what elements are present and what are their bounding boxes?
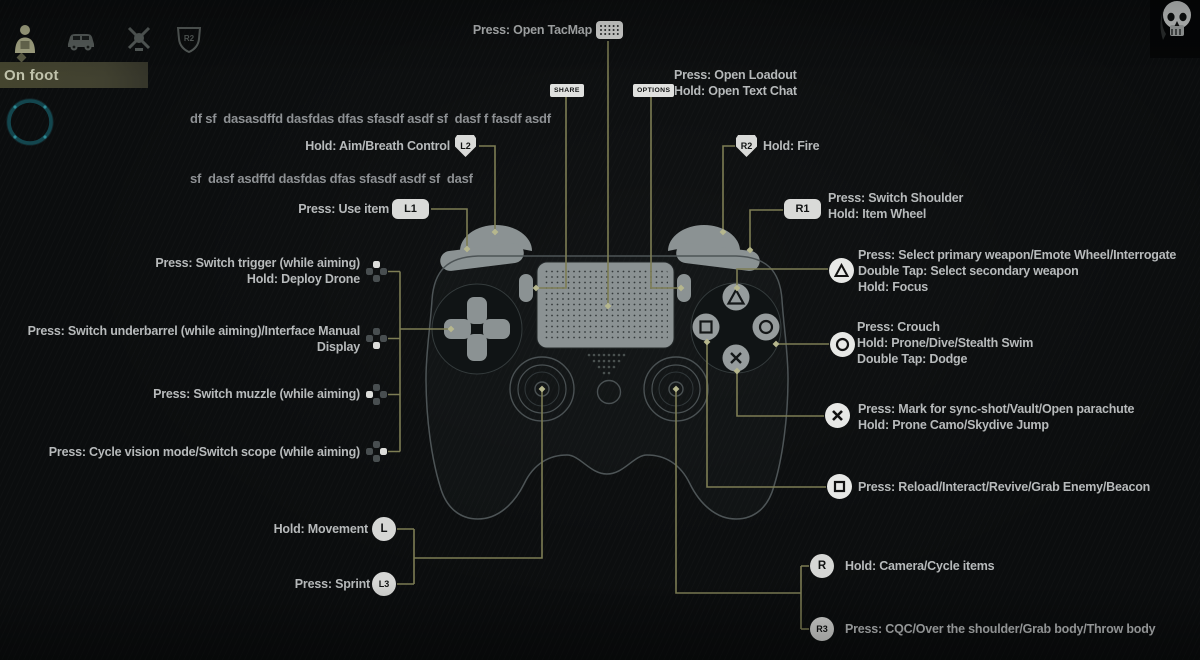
mapping-left-stick: Hold: Movement	[273, 521, 369, 537]
l2-badge: L2	[455, 135, 476, 157]
r-stick-badge: R	[810, 554, 834, 578]
shoulder-buttons	[440, 225, 760, 271]
mapping-text: Hold: Prone Camo/Skydive Jump	[858, 418, 1049, 432]
l1-badge-label: L1	[404, 203, 417, 215]
l3-badge-label: L3	[378, 579, 390, 589]
l1-badge: L1	[392, 199, 429, 219]
l2-badge-label: L2	[460, 141, 471, 151]
soldier-icon	[15, 25, 35, 53]
tab-helicopter[interactable]	[122, 22, 156, 56]
share-badge: SHARE	[550, 84, 584, 97]
mapping-text: Press: Cycle vision mode/Switch scope (w…	[48, 445, 360, 459]
r3-badge: R3	[810, 617, 834, 641]
r2-badge: R2	[736, 135, 757, 157]
mapping-text: Press: Select primary weapon/Emote Wheel…	[858, 248, 1177, 262]
mapping-r1: Press: Switch Shoulder Hold: Item Wheel	[828, 190, 963, 222]
helicopter-icon	[127, 26, 151, 51]
mode-label: On foot	[4, 66, 59, 84]
mapping-triangle: Press: Select primary weapon/Emote Wheel…	[858, 247, 1176, 295]
face-buttons	[690, 282, 782, 374]
mapping-text: Hold: Fire	[763, 139, 820, 153]
options-badge: OPTIONS	[633, 84, 675, 97]
mapping-text: Hold: Aim/Breath Control	[305, 139, 450, 153]
placeholder-line: sf dasf asdffd dasfdas dfas sfasdf asdf …	[190, 171, 473, 186]
mapping-text: Press: CQC/Over the shoulder/Grab body/T…	[845, 622, 1156, 636]
mapping-text: Display	[316, 340, 360, 354]
touchpad	[536, 261, 675, 349]
r-badge-label: R	[817, 560, 827, 572]
mapping-l2: Hold: Aim/Breath Control	[305, 138, 450, 154]
share-badge-label: SHARE	[554, 87, 580, 94]
skull-image	[1150, 0, 1200, 58]
triangle-button-icon	[829, 258, 854, 283]
mapping-l3: Press: Sprint	[295, 576, 370, 592]
share-button	[519, 274, 533, 302]
placeholder-text: df sf dasasdffd dasfdas dfas sfasdf asdf…	[190, 69, 551, 229]
r1-badge: R1	[784, 199, 821, 219]
dpad-right-icon	[366, 441, 387, 462]
square-button-icon	[827, 474, 852, 499]
mapping-text: Press: Crouch	[857, 320, 940, 334]
mapping-text: Press: Reload/Interact/Revive/Grab Enemy…	[858, 480, 1151, 494]
mapping-text: Press: Sprint	[294, 577, 370, 591]
mapping-text: Press: Switch Shoulder	[828, 191, 964, 205]
mode-bar: On foot	[0, 62, 148, 88]
mapping-text: Double Tap: Dodge	[857, 352, 968, 366]
mapping-loadout: Press: Open Loadout Hold: Open Text Chat	[674, 67, 797, 99]
mapping-text: Hold: Prone/Dive/Stealth Swim	[857, 336, 1034, 350]
dpad-up-icon	[366, 261, 387, 282]
mapping-square: Press: Reload/Interact/Revive/Grab Enemy…	[858, 479, 1150, 495]
mapping-text: Hold: Item Wheel	[828, 207, 927, 221]
circle-button-icon	[830, 332, 855, 357]
ps-button	[596, 379, 622, 405]
mapping-text: Press: Open TacMap	[472, 23, 592, 37]
mapping-text: Hold: Movement	[273, 522, 369, 536]
r1-badge-label: R1	[795, 203, 810, 215]
r3-badge-label: R3	[816, 624, 828, 634]
mapping-text: Press: Switch muzzle (while aiming)	[153, 387, 360, 401]
mapping-dpad-right: Press: Cycle vision mode/Switch scope (w…	[49, 444, 360, 460]
l-badge-label: L	[380, 523, 388, 535]
mapping-text: Hold: Open Text Chat	[674, 84, 797, 98]
mapping-dpad-left: Press: Switch muzzle (while aiming)	[153, 386, 360, 402]
touchpad-icon	[596, 21, 623, 39]
shield-icon: R2	[176, 27, 202, 54]
connector-lines	[388, 41, 829, 630]
mapping-cross: Press: Mark for sync-shot/Vault/Open par…	[858, 401, 1135, 433]
mapping-dpad-up: Press: Switch trigger (while aiming) Hol…	[155, 255, 360, 287]
cross-button-icon	[825, 403, 850, 428]
svg-text:R2: R2	[184, 34, 195, 43]
mapping-text: Press: Mark for sync-shot/Vault/Open par…	[858, 402, 1135, 416]
l-stick-badge: L	[372, 517, 396, 541]
mapping-text: Press: Open Loadout	[674, 68, 797, 82]
tab-on-foot[interactable]	[8, 22, 42, 56]
mapping-text: Press: Use item	[298, 202, 389, 216]
l3-badge: L3	[372, 572, 396, 596]
emblem-ring	[6, 98, 54, 146]
mapping-text: Hold: Camera/Cycle items	[845, 559, 995, 573]
placeholder-line: df sf dasasdffd dasfdas dfas sfasdf asdf…	[190, 111, 551, 126]
tab-class-item[interactable]: R2	[172, 22, 206, 56]
dpad-down-icon	[366, 328, 387, 349]
mapping-tacmap: Press: Open TacMap	[473, 22, 592, 38]
mapping-text: Press: Switch underbarrel (while aiming)…	[27, 324, 361, 338]
tab-vehicle[interactable]	[64, 22, 98, 56]
mapping-text: Hold: Deploy Drone	[246, 272, 360, 286]
options-badge-label: OPTIONS	[637, 87, 671, 94]
vehicle-icon	[68, 34, 94, 51]
mapping-l1: Press: Use item	[298, 201, 389, 217]
mapping-r2: Hold: Fire	[763, 138, 820, 154]
dpad	[431, 283, 523, 375]
mapping-r3: Press: CQC/Over the shoulder/Grab body/T…	[845, 621, 1156, 637]
speaker-holes	[587, 353, 626, 375]
mapping-circle: Press: Crouch Hold: Prone/Dive/Stealth S…	[857, 319, 1033, 367]
mapping-text: Hold: Focus	[858, 280, 929, 294]
mapping-dpad-down: Press: Switch underbarrel (while aiming)…	[27, 323, 361, 355]
mapping-text: Double Tap: Select secondary weapon	[858, 264, 1079, 278]
r2-badge-label: R2	[740, 141, 753, 151]
dpad-left-icon	[366, 384, 387, 405]
mapping-right-stick: Hold: Camera/Cycle items	[845, 558, 995, 574]
mapping-text: Press: Switch trigger (while aiming)	[155, 256, 360, 270]
